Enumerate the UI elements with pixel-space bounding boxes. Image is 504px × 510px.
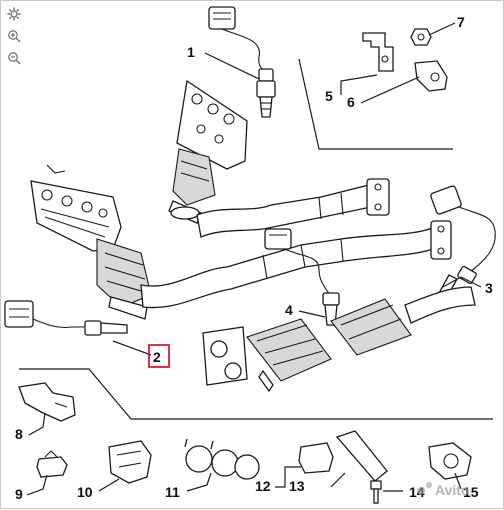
callout-2[interactable]: 2 (153, 349, 161, 365)
callout-15[interactable]: 15 (463, 484, 479, 500)
callout-6[interactable]: 6 (347, 94, 355, 110)
clamp-part-15[interactable] (428, 442, 472, 480)
callout-8[interactable]: 8 (15, 426, 23, 442)
heat-shield-bracket[interactable] (362, 32, 394, 72)
clamp-part-6[interactable] (414, 60, 448, 92)
callout-4[interactable]: 4 (285, 302, 293, 318)
exhaust-pipe-upper[interactable] (196, 178, 390, 238)
callout-labels: 1 2 3 4 5 6 7 8 9 10 11 12 13 14 15 (15, 14, 493, 502)
bracket-part-8[interactable] (18, 382, 76, 422)
settings-gear-icon[interactable] (5, 5, 23, 23)
callout-1[interactable]: 1 (187, 44, 195, 60)
callout-highlight-box (148, 344, 170, 368)
lambda-sensor-right[interactable] (430, 185, 496, 298)
nut-part-7[interactable] (410, 28, 432, 46)
lambda-sensor-upper[interactable] (208, 6, 276, 118)
callout-9[interactable]: 9 (15, 486, 23, 502)
bolt-part-14[interactable] (370, 480, 382, 504)
exhaust-pipe-middle[interactable] (140, 220, 452, 309)
clip-part-9[interactable] (36, 450, 68, 478)
zoom-out-icon[interactable] (5, 49, 23, 67)
callout-11[interactable]: 11 (165, 484, 180, 500)
watermark-text: Avito (435, 482, 469, 498)
divider-lines (19, 58, 493, 420)
clamp-part-11[interactable] (184, 438, 260, 480)
watermark: Avito (417, 482, 469, 498)
exhaust-manifold-upper[interactable] (168, 79, 248, 224)
callout-5[interactable]: 5 (325, 88, 333, 104)
bracket-part-13[interactable] (298, 430, 388, 482)
lambda-sensor-left[interactable] (4, 300, 128, 336)
callout-10[interactable]: 10 (77, 484, 93, 500)
zoom-in-icon[interactable] (5, 27, 23, 45)
catalytic-converter-lower[interactable] (202, 286, 476, 393)
callout-3[interactable]: 3 (485, 280, 493, 296)
callout-7[interactable]: 7 (457, 14, 465, 30)
callout-13[interactable]: 13 (289, 478, 305, 494)
bracket-part-10[interactable] (108, 440, 152, 484)
leader-lines (26, 22, 482, 496)
callout-12[interactable]: 12 (255, 478, 271, 494)
exhaust-manifold-left[interactable] (30, 164, 152, 320)
